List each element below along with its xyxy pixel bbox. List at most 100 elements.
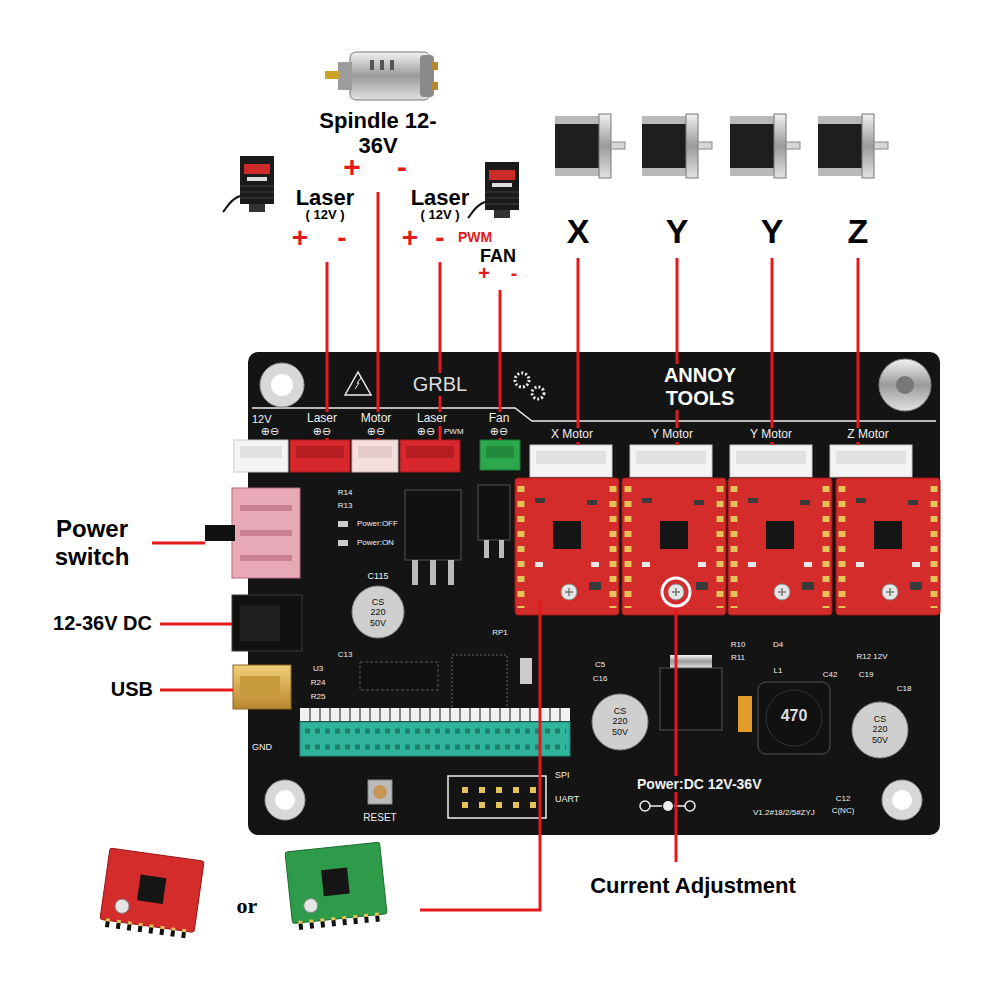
part-label: Power switch <box>37 515 147 570</box>
circuit-board-photo-part <box>240 505 292 511</box>
silkscreen-label: R14 <box>337 488 354 497</box>
inductor-marking: 470 <box>780 707 809 725</box>
circuit-board: GRBLANNOY TOOLS12V⊕⊖Laser⊕⊖Motor⊕⊖Laser⊕… <box>248 352 940 835</box>
circuit-board-photo-part <box>728 478 832 615</box>
circuit-board-photo-part <box>882 780 922 820</box>
circuit-board-photo-part <box>345 372 371 395</box>
circuit-board-photo-part <box>892 790 912 810</box>
circuit-board-photo-part <box>275 790 295 810</box>
circuit-board-photo-part <box>240 555 292 561</box>
silkscreen-label: GND <box>251 742 273 752</box>
circuit-board-photo-part <box>296 446 344 458</box>
circuit-board-photo-part <box>305 745 566 750</box>
circuit-board-photo-part <box>412 560 418 585</box>
spindle-motor-photo-part <box>325 71 340 79</box>
silkscreen-label: ANNOY TOOLS <box>653 364 747 410</box>
spindle-motor-photo-part <box>370 60 374 70</box>
circuit-board-photo-part <box>736 451 806 464</box>
silkscreen-label: Y Motor <box>749 428 793 442</box>
circuit-board-photo-part <box>355 378 361 389</box>
spindle-motor-photo-part <box>432 62 438 70</box>
circuit-board-photo-part <box>462 787 536 793</box>
stepper-motor-photo-part <box>818 114 888 178</box>
circuit-board-photo-part <box>536 451 606 464</box>
circuit-board-photo-part <box>738 696 752 732</box>
circuit-board-photo-part <box>640 801 650 811</box>
laser-module-photo <box>223 156 519 218</box>
silkscreen-label: Laser <box>416 412 448 426</box>
part-label: Spindle 12-36V <box>313 108 443 159</box>
silkscreen-label: Z Motor <box>846 428 889 442</box>
polarity-sign: - <box>337 222 346 254</box>
silkscreen-label: ⊕⊖ <box>260 425 280 438</box>
part-label: 12-36V DC <box>53 612 152 635</box>
part-label: Laser <box>411 185 470 210</box>
circuit-board-photo-part <box>300 722 570 756</box>
circuit-board-photo-part <box>271 374 293 396</box>
circuit-board-photo-part <box>879 359 931 411</box>
silkscreen-label: C13 <box>337 650 354 659</box>
silkscreen-label: C115 <box>367 571 390 581</box>
silkscreen-label: R25 <box>310 692 327 701</box>
silkscreen-label: R24 <box>310 678 327 687</box>
stepper-motor-photo <box>555 114 888 178</box>
circuit-board-photo-part <box>630 445 712 477</box>
axis-letter: Y <box>761 212 784 251</box>
leader-line-part <box>676 258 679 445</box>
driver-module-photo-part <box>99 848 204 936</box>
circuit-board-photo-part <box>462 802 536 808</box>
capacitor-marking: CS 220 50V <box>869 714 891 745</box>
leader-line-part <box>771 258 774 445</box>
circuit-board-photo-part <box>240 446 282 458</box>
silkscreen-label: Motor <box>360 412 393 426</box>
circuit-board-photo-part <box>240 530 292 536</box>
leader-line-part <box>420 600 540 910</box>
polarity-sign: + <box>343 150 361 185</box>
circuit-board-photo-part <box>338 540 348 546</box>
silkscreen-label: 12V <box>251 413 273 426</box>
polarity-sign: + <box>478 262 490 285</box>
silkscreen-label: C12 <box>835 794 852 803</box>
voltage-label: ( 12V ) <box>305 208 344 223</box>
polarity-sign: + <box>402 222 418 254</box>
circuit-board-photo-part <box>896 376 914 394</box>
spindle-motor-photo-part <box>350 52 430 100</box>
spindle-motor-photo-part <box>432 82 438 90</box>
spindle-motor-photo-part <box>380 60 384 70</box>
axis-letter: Y <box>666 212 689 251</box>
silkscreen-label: Laser <box>306 412 338 426</box>
circuit-board-photo-part <box>660 668 722 730</box>
circuit-board-photo-part <box>836 451 906 464</box>
circuit-board-photo-part <box>373 785 387 799</box>
axis-letter: Z <box>848 212 869 251</box>
silkscreen-label: R11 <box>730 653 746 662</box>
circuit-board-photo-part <box>530 445 612 477</box>
silkscreen-label: UART <box>554 794 580 804</box>
circuit-board-photo-part <box>252 408 936 421</box>
spindle-motor-photo-part <box>390 60 394 70</box>
circuit-board-photo-part <box>520 658 532 684</box>
leader-line-part <box>577 258 580 445</box>
part-label: Current Adjustment <box>590 873 796 898</box>
laser-module-photo-part <box>223 156 274 212</box>
polarity-sign: - <box>397 150 407 185</box>
circuit-board-photo-part <box>265 780 305 820</box>
circuit-board-photo-part <box>592 694 648 750</box>
circuit-board-photo-part <box>240 605 280 641</box>
silkscreen-label: C5 <box>594 660 606 669</box>
circuit-board-photo-part <box>448 560 454 585</box>
silkscreen-label: U3 <box>312 664 324 673</box>
circuit-board-photo-part <box>830 445 912 477</box>
circuit-board-photo-part <box>515 373 529 387</box>
driver-module-photo-part <box>114 898 130 914</box>
capacitor-marking: CS 220 50V <box>609 706 631 737</box>
silkscreen-label: ⊕⊖ <box>312 425 332 438</box>
driver-module-photo-part <box>321 868 350 897</box>
circuit-board-photo-part <box>234 440 288 472</box>
circuit-board-photo-part <box>352 440 398 472</box>
driver-module-photo-part <box>303 898 318 913</box>
connector-word: or <box>237 893 258 918</box>
circuit-board-photo-part <box>338 521 348 527</box>
capacitor-marking: CS 220 50V <box>367 597 389 628</box>
